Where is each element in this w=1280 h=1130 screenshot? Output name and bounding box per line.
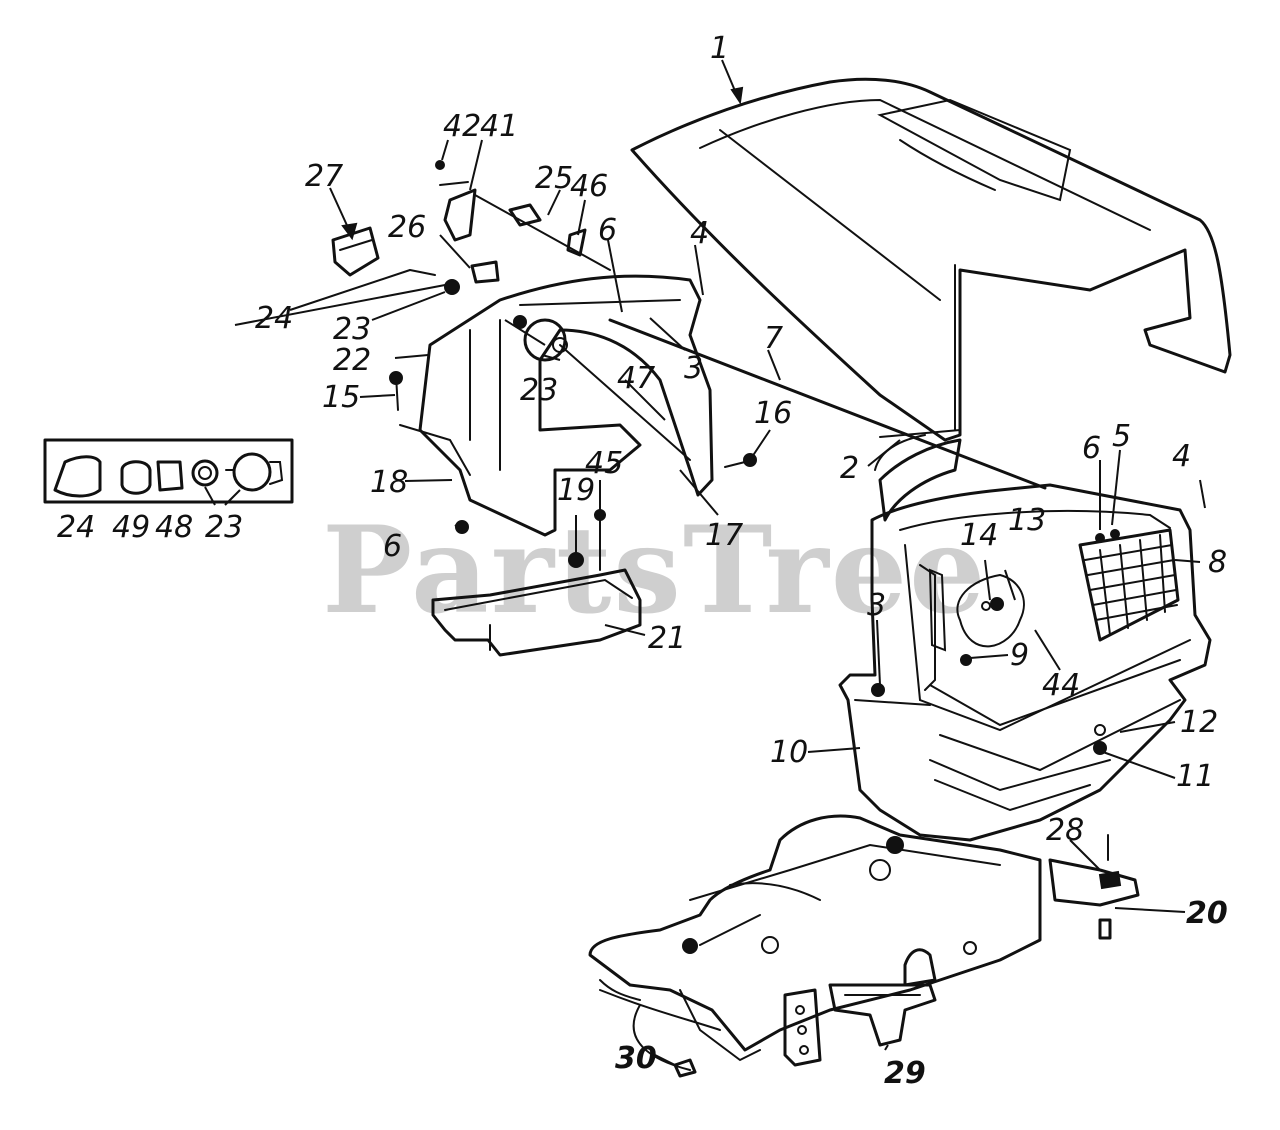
clip-part: [409, 260, 500, 295]
callout-29: 29: [884, 1056, 926, 1091]
callout-9: 9: [1010, 638, 1029, 673]
callout-23-left: 23: [333, 312, 371, 347]
callout-48: 48: [155, 510, 193, 545]
callout-10: 10: [770, 735, 808, 770]
callout-6-bracket: 6: [383, 529, 402, 564]
callout-7: 7: [764, 321, 783, 356]
callout-44: 44: [1042, 668, 1080, 703]
callout-19: 19: [557, 473, 595, 508]
inset-box: [43, 438, 294, 504]
callout-11: 11: [1176, 759, 1214, 794]
dash-panel-part: [399, 274, 714, 537]
callout-16: 16: [754, 396, 792, 431]
callout-22: 22: [333, 343, 371, 378]
callout-4-dash: 4: [690, 216, 709, 251]
callout-3-nose: 3: [867, 588, 886, 623]
callout-41: 41: [480, 109, 518, 144]
throttle-bracket-part: [435, 160, 477, 242]
callout-8: 8: [1208, 545, 1227, 580]
callout-12: 12: [1180, 705, 1218, 740]
callout-28: 28: [1046, 813, 1084, 848]
callout-labels: 1 2 3 3 4 4 5 6 6 6 7 8 9 10 11 12 13 14…: [57, 31, 1228, 1091]
callout-5: 5: [1112, 419, 1131, 454]
callout-13: 13: [1008, 503, 1046, 538]
callout-15: 15: [322, 380, 360, 415]
callout-18: 18: [370, 465, 408, 500]
callout-6-dash: 6: [598, 213, 617, 248]
callout-2: 2: [840, 451, 859, 486]
callout-1: 1: [710, 31, 729, 66]
ignition-switch-part: [513, 315, 568, 362]
callout-49: 49: [112, 510, 150, 545]
callout-6-nose: 6: [1082, 431, 1101, 466]
callout-46: 46: [570, 169, 608, 204]
support-bracket-part: [431, 568, 642, 657]
callout-4-nose: 4: [1172, 439, 1191, 474]
callout-20: 20: [1186, 896, 1228, 931]
hood-part: [630, 77, 1232, 442]
callout-14: 14: [960, 518, 998, 553]
callout-25: 25: [535, 161, 573, 196]
callout-42: 42: [443, 109, 481, 144]
leader-lines: [204, 59, 1206, 1066]
frame-bolt-parts: [673, 918, 1112, 1078]
front-bracket-part: [828, 983, 937, 1047]
callout-47: 47: [617, 361, 655, 396]
callout-24-inset: 24: [57, 510, 95, 545]
callout-24-left: 24: [255, 301, 293, 336]
side-bracket-part: [783, 988, 822, 1067]
cable-parts: [474, 194, 611, 271]
callout-21: 21: [648, 621, 686, 656]
callout-17: 17: [705, 518, 743, 553]
light-switch-part: [331, 226, 380, 277]
callout-23-dash: 23: [520, 373, 558, 408]
grille-assembly-part: [838, 483, 1212, 842]
callout-23-inset: 23: [205, 510, 243, 545]
bolt-parts: [389, 371, 757, 571]
callout-27: 27: [305, 159, 343, 194]
frame-part: [588, 814, 1042, 1071]
callout-3-dash: 3: [684, 351, 703, 386]
callout-30: 30: [615, 1041, 657, 1076]
callout-26: 26: [388, 210, 426, 245]
watermark: PartsTree: [322, 500, 987, 641]
callout-45: 45: [585, 446, 623, 481]
